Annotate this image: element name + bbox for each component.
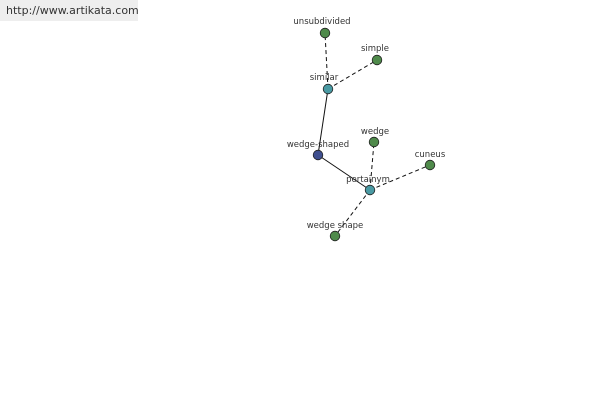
node-pertainym[interactable] [364,184,376,196]
node-wedge-shape[interactable] [329,230,341,242]
node-label-simple[interactable]: simple [361,44,389,54]
source-url-banner[interactable]: http://www.artikata.com [0,0,139,21]
node-label-similar[interactable]: similar [310,73,339,83]
node-label-wedge-shaped[interactable]: wedge-shaped [287,140,349,150]
edge-wedge-shaped-to-similar [317,88,329,156]
node-label-pertainym[interactable]: pertainym [346,175,390,185]
node-label-wedge-shape[interactable]: wedge shape [307,221,364,231]
edge-similar-to-unsubdivided [324,32,329,90]
node-label-wedge[interactable]: wedge [361,127,389,137]
labels-layer: wedge-shaped similar pertainym unsubdivided… [287,17,446,231]
nodes-layer [312,27,436,242]
node-label-cuneus[interactable]: cuneus [415,150,446,160]
edge-pertainym-to-wedge-shape [334,189,371,237]
node-simple[interactable] [371,54,383,66]
node-wedge-shaped[interactable] [312,149,324,161]
edges-layer [317,32,431,237]
node-label-unsubdivided[interactable]: unsubdivided [293,17,350,27]
edge-pertainym-to-wedge [369,141,375,191]
node-cuneus[interactable] [424,159,436,171]
node-wedge[interactable] [368,136,380,148]
node-unsubdivided[interactable] [319,27,331,39]
edge-similar-to-simple [327,59,378,90]
edge-wedge-shaped-to-pertainym [317,154,371,191]
node-similar[interactable] [322,83,334,95]
edge-pertainym-to-cuneus [369,164,431,191]
